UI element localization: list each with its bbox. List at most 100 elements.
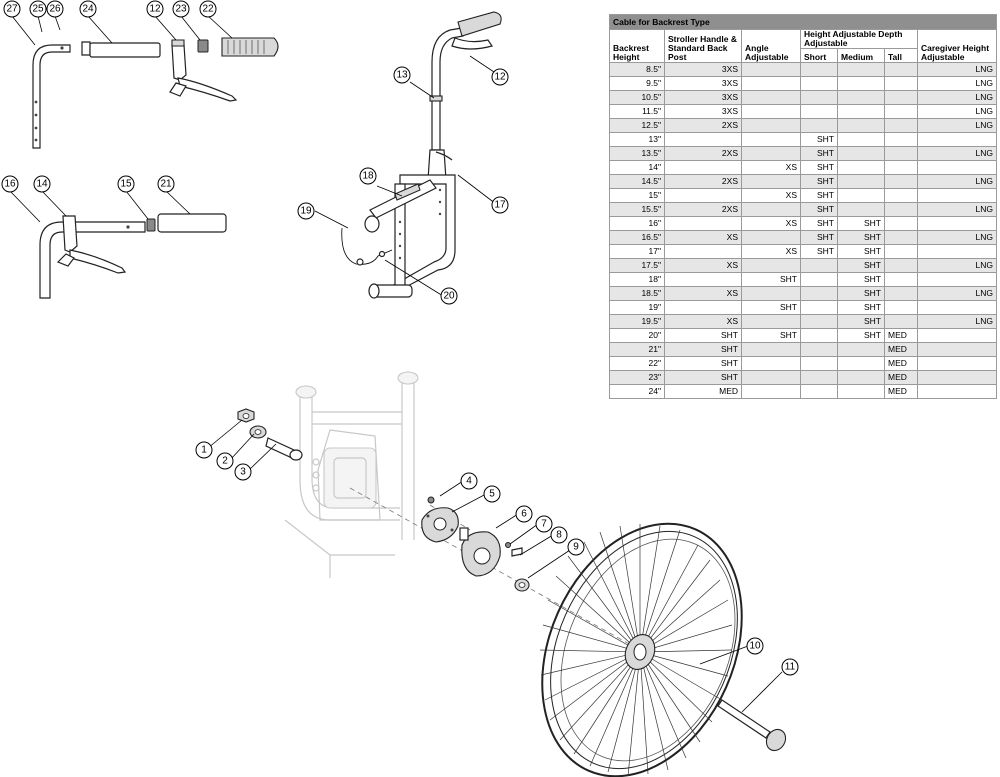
cell-tall [884, 230, 918, 245]
cell-backrest-height: 16" [609, 216, 665, 231]
svg-text:26: 26 [49, 4, 61, 15]
cell-medium [837, 118, 885, 133]
cell-backrest-height: 18" [609, 272, 665, 287]
svg-text:22: 22 [202, 4, 214, 15]
callout-1: 1 [195, 441, 213, 459]
callout-7: 7 [535, 515, 553, 533]
cell-caregiver: LNG [917, 62, 997, 77]
cell-short [800, 104, 838, 119]
cell-stroller: XS [664, 286, 742, 301]
cell-stroller: 2XS [664, 146, 742, 161]
callout-9: 9 [567, 538, 585, 556]
callout-21: 21 [157, 175, 175, 193]
cell-short: SHT [800, 146, 838, 161]
svg-text:17: 17 [494, 200, 506, 211]
cell-backrest-height: 15.5" [609, 202, 665, 217]
callout-27: 27 [3, 0, 21, 18]
handle-lever-assembly [39, 213, 227, 299]
cell-short [800, 62, 838, 77]
cell-angle [741, 174, 801, 189]
callout-6: 6 [515, 505, 533, 523]
cell-medium: SHT [837, 244, 885, 259]
cell-medium [837, 342, 885, 357]
cell-medium [837, 174, 885, 189]
cell-tall [884, 202, 918, 217]
header-medium: Medium [837, 48, 885, 63]
cell-medium: SHT [837, 328, 885, 343]
cell-short: SHT [800, 202, 838, 217]
cell-stroller: 2XS [664, 202, 742, 217]
cell-angle [741, 132, 801, 147]
cell-tall [884, 132, 918, 147]
svg-text:27: 27 [6, 4, 18, 15]
cell-short [800, 90, 838, 105]
cell-caregiver [917, 328, 997, 343]
svg-text:10: 10 [749, 641, 761, 652]
rear-wheel [539, 522, 743, 777]
cable-backrest-table: Cable for Backrest Type Backrest Height … [609, 14, 997, 399]
cell-stroller: 3XS [664, 90, 742, 105]
svg-text:21: 21 [160, 179, 172, 190]
cell-angle [741, 314, 801, 329]
cell-caregiver [917, 160, 997, 175]
cell-caregiver: LNG [917, 314, 997, 329]
cell-medium: SHT [837, 286, 885, 301]
cell-caregiver [917, 272, 997, 287]
cell-angle [741, 76, 801, 91]
cell-caregiver: LNG [917, 258, 997, 273]
cell-tall [884, 188, 918, 203]
cell-angle [741, 258, 801, 273]
cell-backrest-height: 15" [609, 188, 665, 203]
svg-text:2: 2 [222, 456, 228, 467]
svg-text:24: 24 [82, 4, 94, 15]
header-stroller-handle: Stroller Handle & Standard Back Post [664, 29, 742, 63]
svg-text:20: 20 [443, 291, 455, 302]
svg-text:16: 16 [4, 179, 16, 190]
callout-11: 11 [781, 658, 799, 676]
header-tall: Tall [884, 48, 918, 63]
cell-stroller [664, 132, 742, 147]
cell-stroller [664, 272, 742, 287]
cell-angle: SHT [741, 328, 801, 343]
cell-backrest-height: 10.5" [609, 90, 665, 105]
cell-tall [884, 160, 918, 175]
cell-angle [741, 286, 801, 301]
cell-stroller [664, 300, 742, 315]
cell-angle [741, 384, 801, 399]
cell-short: SHT [800, 132, 838, 147]
cell-medium [837, 202, 885, 217]
cell-caregiver: LNG [917, 76, 997, 91]
cell-medium: SHT [837, 230, 885, 245]
cell-caregiver: LNG [917, 174, 997, 189]
cell-backrest-height: 12.5" [609, 118, 665, 133]
cell-angle [741, 230, 801, 245]
cell-backrest-height: 24" [609, 384, 665, 399]
svg-text:18: 18 [362, 171, 374, 182]
cell-stroller: SHT [664, 342, 742, 357]
cell-backrest-height: 22" [609, 356, 665, 371]
cell-stroller: SHT [664, 370, 742, 385]
cell-medium [837, 90, 885, 105]
cell-backrest-height: 23" [609, 370, 665, 385]
cell-caregiver: LNG [917, 230, 997, 245]
cell-tall [884, 314, 918, 329]
svg-text:5: 5 [489, 489, 495, 500]
cell-stroller: MED [664, 384, 742, 399]
cell-short [800, 272, 838, 287]
cell-medium [837, 370, 885, 385]
callout-18: 18 [359, 167, 377, 185]
cell-caregiver: LNG [917, 202, 997, 217]
cell-stroller: 3XS [664, 62, 742, 77]
cell-short [800, 384, 838, 399]
cell-tall: MED [884, 342, 918, 357]
cell-stroller: XS [664, 258, 742, 273]
cell-angle: SHT [741, 272, 801, 287]
svg-text:3: 3 [240, 467, 246, 478]
callout-2: 2 [216, 452, 234, 470]
